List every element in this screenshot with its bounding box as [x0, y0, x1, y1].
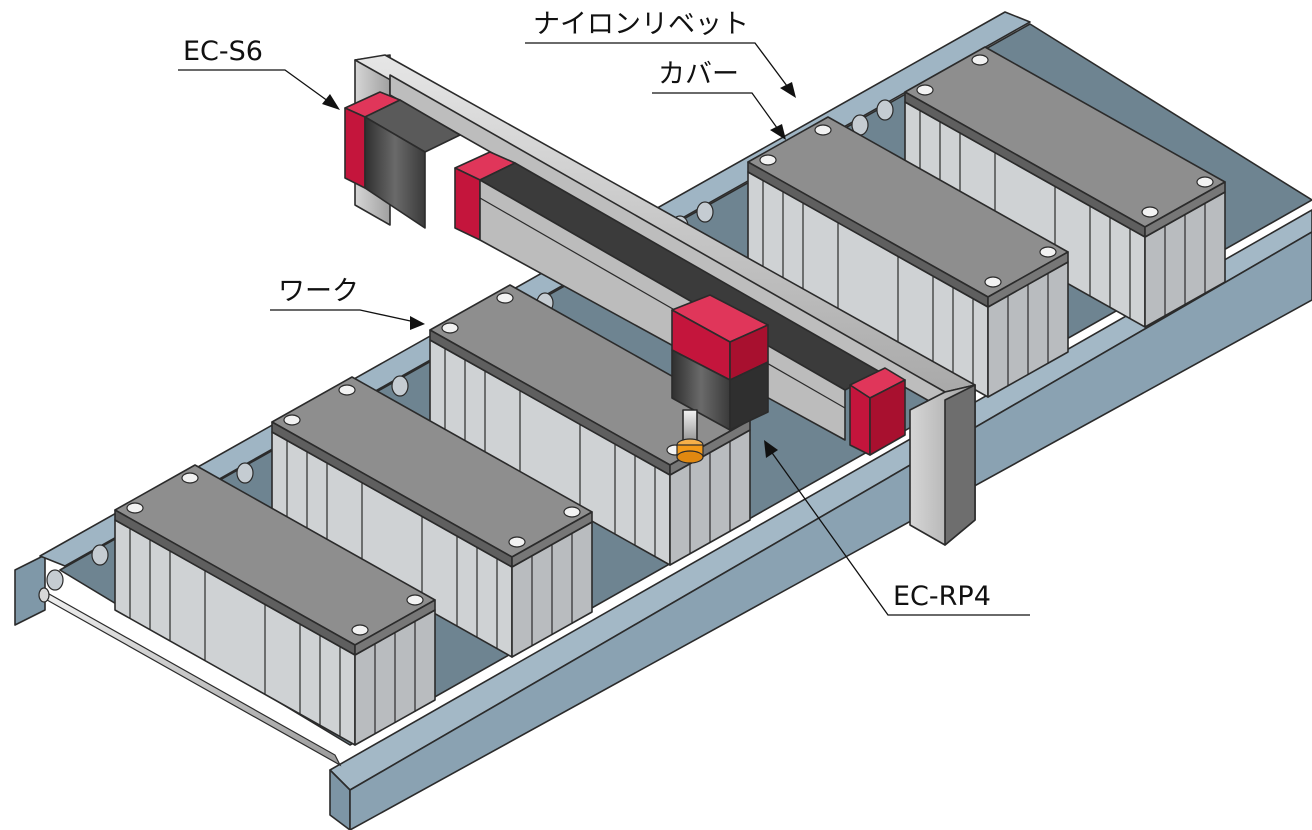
- rotary-shaft: [682, 409, 698, 441]
- label-ec-rp4: EC-RP4: [893, 581, 991, 612]
- front-roller-bar: [38, 587, 342, 767]
- label-nylon-rivet: ナイロンリベット: [533, 9, 749, 40]
- conveyor-front-rail-face: [329, 769, 351, 830]
- label-cover: カバー: [658, 59, 739, 90]
- label-work: ワーク: [278, 276, 359, 307]
- conveyor-left-plate: [14, 554, 46, 626]
- actuator-far-cap: [849, 384, 871, 456]
- conveyor-front-rail-side: [349, 231, 1312, 830]
- gantry: [354, 54, 976, 546]
- actuator-end-cap: [344, 107, 366, 189]
- actuator-motor-body: [364, 116, 426, 229]
- rotary-unit-ec-rp4: [671, 294, 769, 464]
- callouts: EC-S6 ナイロンリベット カバー ワーク EC-RP4: [178, 9, 1030, 616]
- label-ec-s6: EC-S6: [183, 36, 263, 67]
